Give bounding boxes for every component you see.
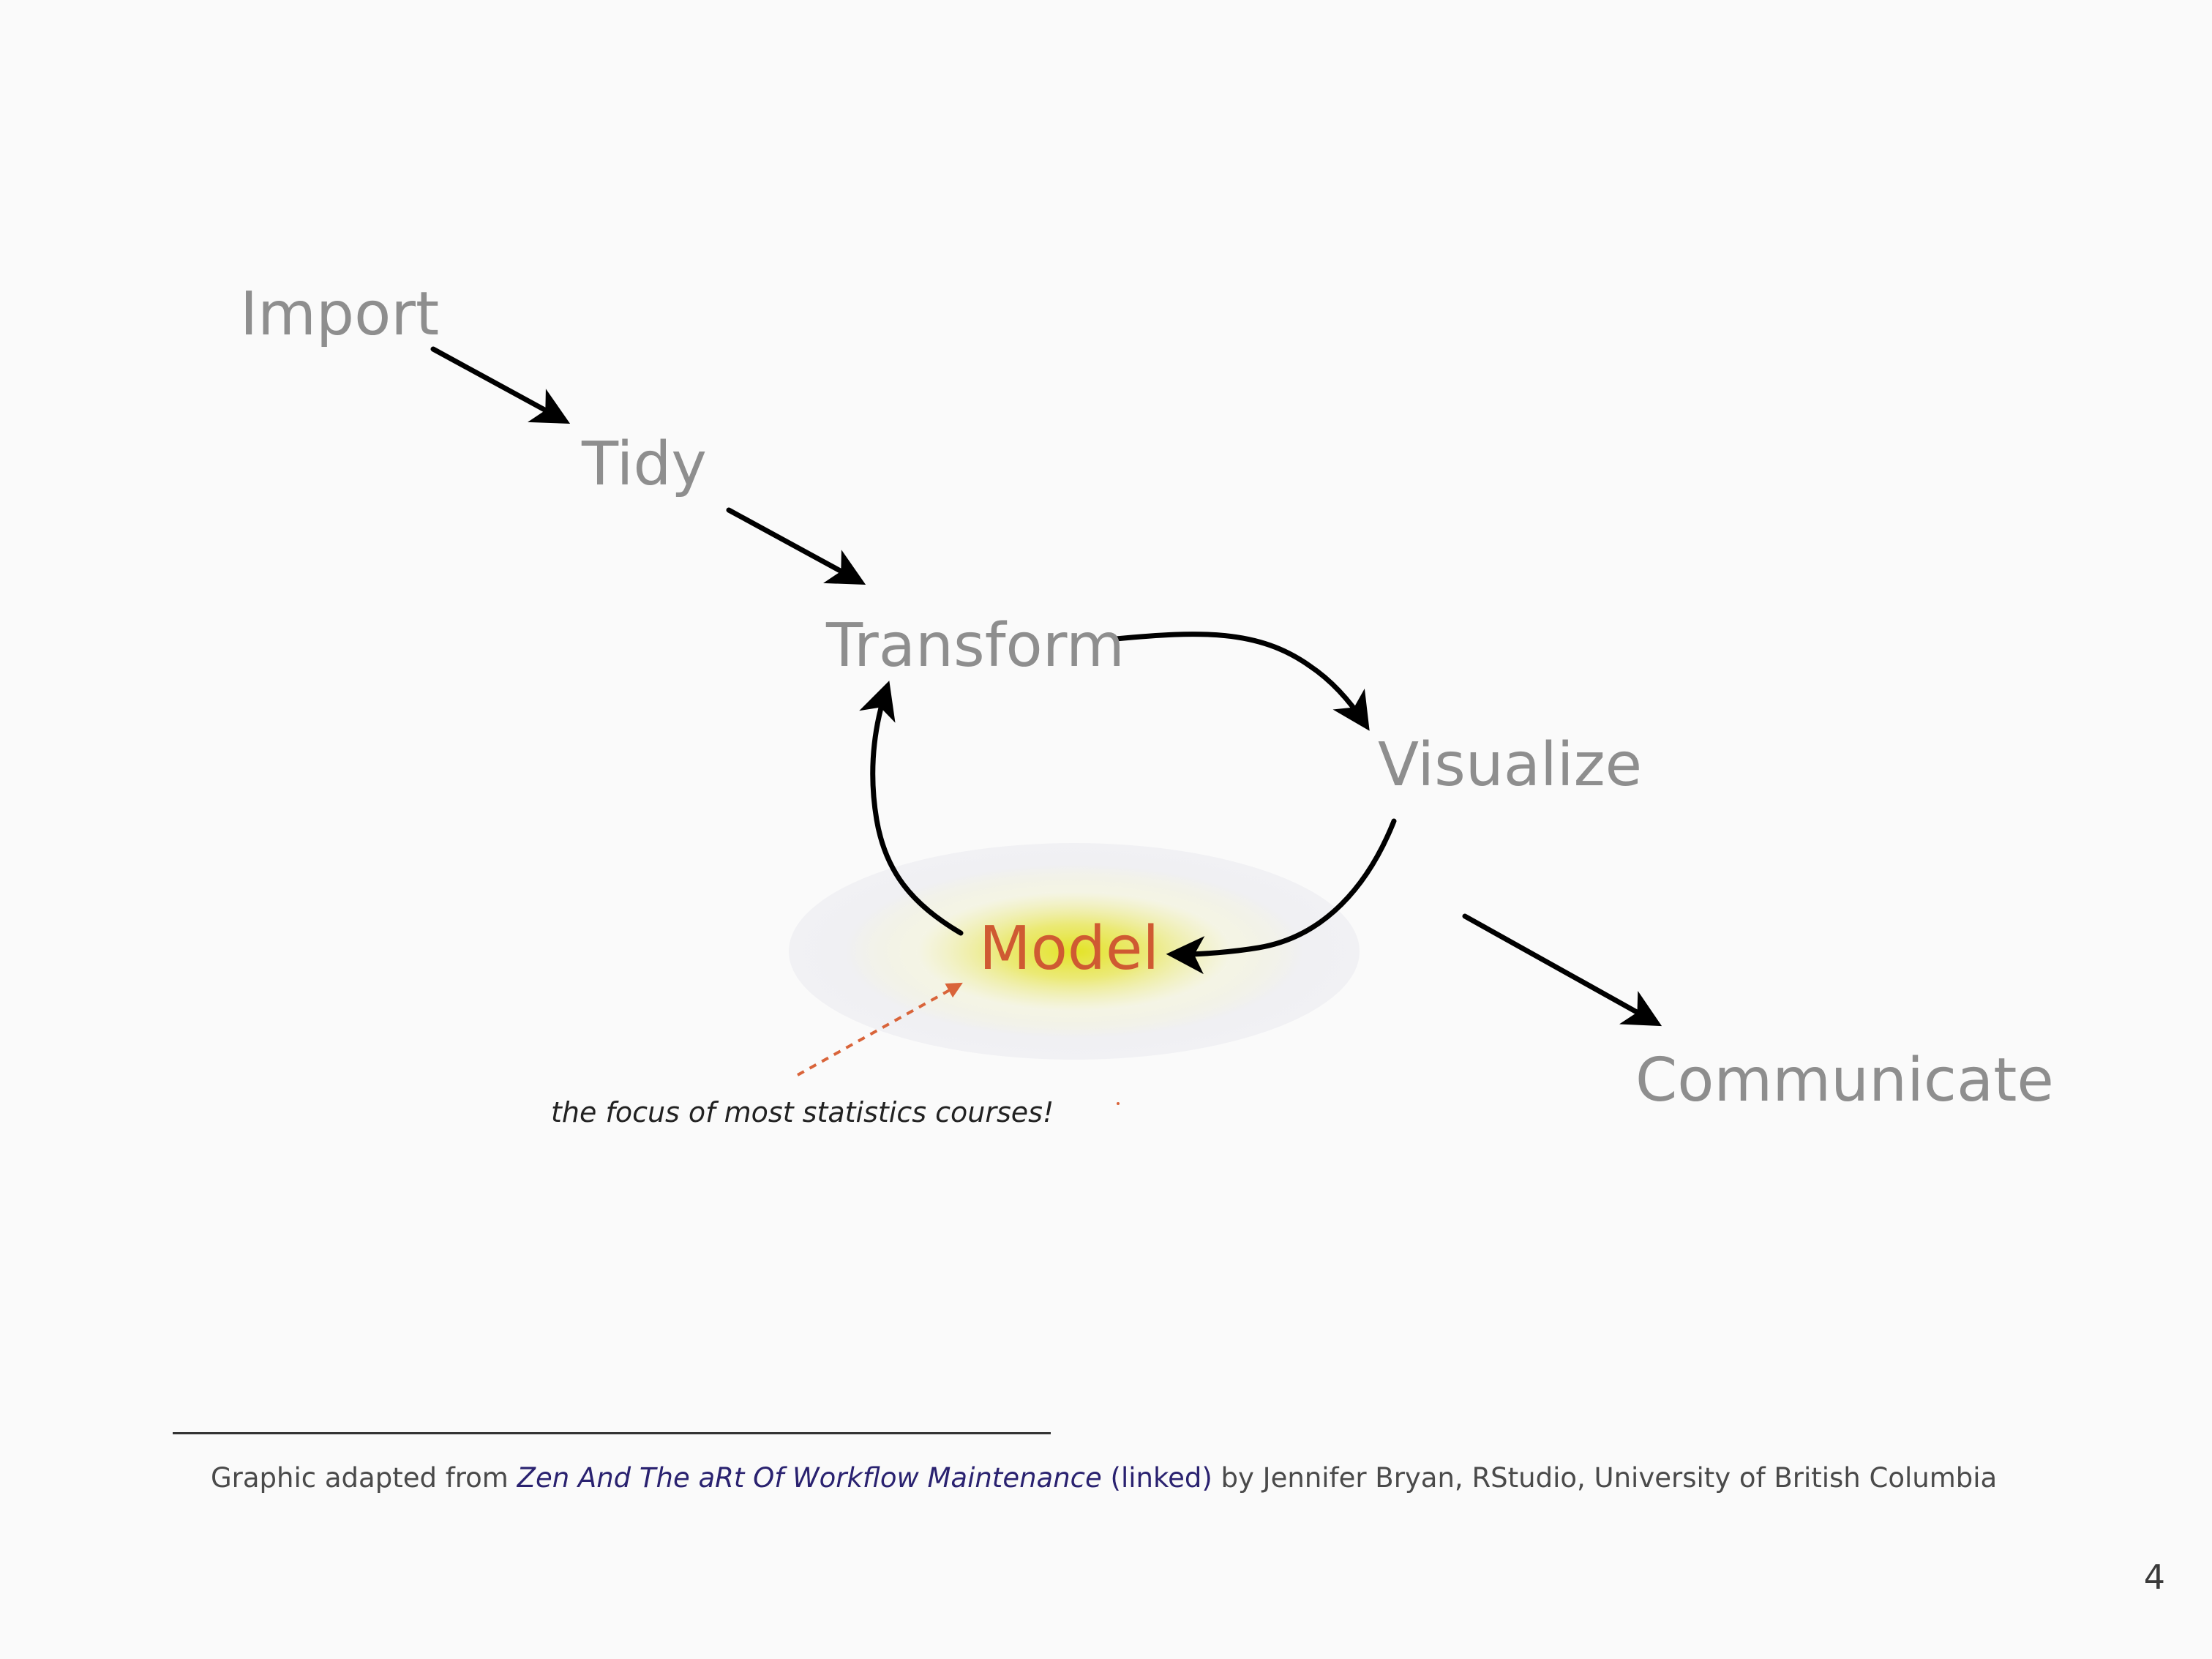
node-visualize: Visualize	[1378, 730, 1642, 800]
annotation-text: the focus of most statistics courses!	[551, 1096, 1054, 1128]
footnote-suffix: by Jennifer Bryan, RStudio, University o…	[1212, 1462, 1998, 1494]
footnote-prefix: Graphic adapted from	[211, 1462, 517, 1494]
annotation-arrow	[797, 982, 963, 1076]
arrow-transform-to-visualize	[1113, 632, 1370, 731]
arrow-model-to-transform	[859, 681, 964, 936]
node-communicate: Communicate	[1635, 1046, 2054, 1115]
arrow-tidy-to-transform	[726, 507, 866, 585]
arrow-visualize-to-model	[1166, 818, 1397, 975]
footnote-link[interactable]: (linked)	[1110, 1462, 1212, 1494]
model-highlight-glow	[789, 843, 1360, 1060]
node-tidy: Tidy	[581, 430, 707, 499]
footnote-source-title[interactable]: Zen And The aRt Of Workflow Maintenance	[517, 1462, 1102, 1494]
arrow-import-to-tidy	[430, 346, 571, 424]
node-model: Model	[979, 914, 1159, 984]
node-transform: Transform	[825, 611, 1125, 681]
footnote-divider	[173, 1432, 1051, 1434]
page-number: 4	[2143, 1557, 2165, 1597]
stray-dot	[1117, 1102, 1120, 1105]
arrow-visualize-to-communicate	[1462, 913, 1662, 1027]
footnote: Graphic adapted from Zen And The aRt Of …	[211, 1462, 1997, 1494]
node-import: Import	[240, 280, 439, 349]
